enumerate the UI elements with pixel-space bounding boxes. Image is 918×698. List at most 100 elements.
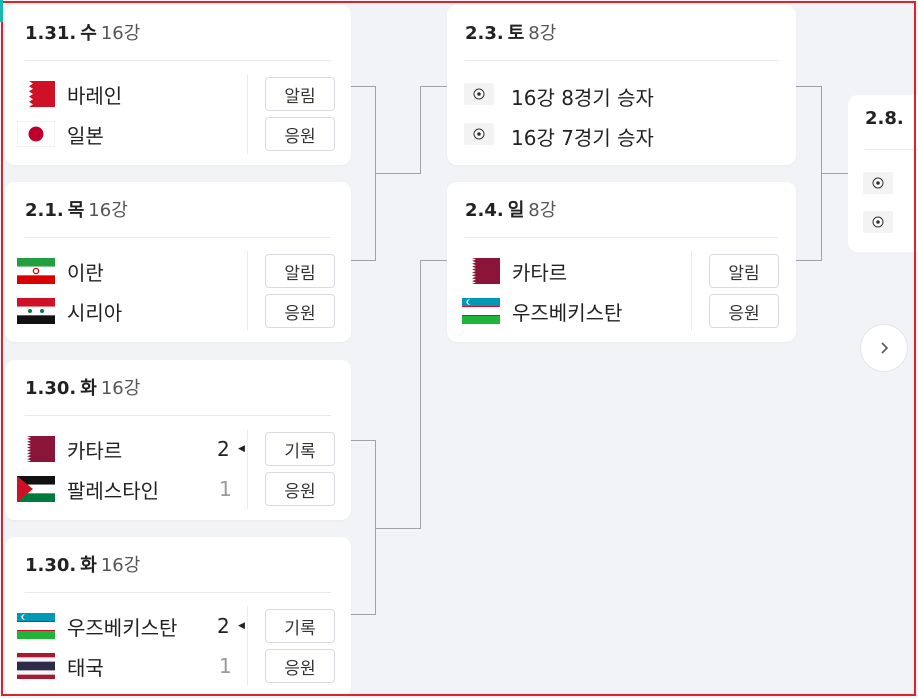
cheer-button[interactable]: 응원 <box>265 117 335 151</box>
cheer-button[interactable]: 응원 <box>265 649 335 683</box>
team-row[interactable]: 카타르 <box>17 434 122 464</box>
team-name: 태국 <box>67 655 104 680</box>
iran-flag <box>17 258 55 284</box>
bracket-line <box>375 528 421 529</box>
divider <box>465 60 778 61</box>
match-round: 16강 <box>100 378 141 399</box>
bracket-line <box>796 86 822 87</box>
soccer-ball-icon <box>863 211 893 233</box>
qatar-flag <box>17 436 55 462</box>
bahrain-flag <box>17 81 55 107</box>
winner-caret-icon: ◀ <box>238 621 245 631</box>
match-round: 8강 <box>528 200 557 221</box>
bracket-line <box>420 86 421 174</box>
syria-flag <box>17 298 55 324</box>
match-weekday: 화 <box>80 378 97 399</box>
chevron-right-icon <box>881 342 889 354</box>
qatar-flag <box>462 258 500 284</box>
bracket-line <box>375 440 376 615</box>
thailand-flag <box>17 653 55 679</box>
divider <box>691 251 692 331</box>
next-button[interactable] <box>860 324 908 372</box>
match-date: 2.4. <box>465 200 504 221</box>
bracket-line <box>351 440 376 441</box>
divider <box>25 415 331 416</box>
team-name: 카타르 <box>512 260 568 285</box>
teal-marker <box>0 0 3 22</box>
team-name: 바레인 <box>67 83 123 108</box>
team-name: 우즈베키스탄 <box>67 615 178 640</box>
team-name: 이란 <box>67 260 104 285</box>
team-row[interactable]: 팔레스타인 <box>17 474 159 504</box>
divider <box>247 74 248 154</box>
match-date: 2.3. <box>465 23 504 44</box>
match-weekday: 화 <box>80 555 97 576</box>
match-date: 1.30. <box>25 555 77 576</box>
cheer-button[interactable]: 응원 <box>709 294 779 328</box>
team-name: 16강 8경기 승자 <box>511 86 654 110</box>
team-name: 카타르 <box>67 438 123 463</box>
palestine-flag <box>17 476 55 502</box>
soccer-ball-icon <box>464 83 494 105</box>
team-name: 우즈베키스탄 <box>512 300 623 325</box>
cheer-button[interactable]: 응원 <box>265 472 335 506</box>
soccer-ball-icon <box>464 123 494 145</box>
team-score: 2 <box>217 614 230 638</box>
team-name: 팔레스타인 <box>67 478 159 503</box>
team-row[interactable]: 일본 <box>17 119 104 149</box>
bracket-line <box>351 260 376 261</box>
team-score: 2 <box>217 437 230 461</box>
uzbekistan-flag <box>17 613 55 639</box>
team-score: 1 <box>219 654 232 678</box>
bracket-line <box>821 173 848 174</box>
team-name: 16강 7경기 승자 <box>511 126 654 150</box>
team-row[interactable]: 바레인 <box>17 79 122 109</box>
japan-flag <box>17 121 55 147</box>
bracket-line <box>420 260 421 529</box>
bracket-line <box>796 260 822 261</box>
bracket-line <box>420 260 447 261</box>
record-button[interactable]: 기록 <box>265 432 335 466</box>
winner-caret-icon: ◀ <box>238 444 245 454</box>
team-row[interactable]: 시리아 <box>17 296 122 326</box>
divider <box>247 251 248 331</box>
match-card: 2.8. <box>848 95 918 252</box>
match-weekday: 수 <box>80 23 97 44</box>
soccer-ball-icon <box>863 172 893 194</box>
team-score: 1 <box>219 477 232 501</box>
match-date: 1.31. <box>25 23 77 44</box>
match-weekday: 목 <box>67 200 85 221</box>
team-row[interactable]: 이란 <box>17 256 104 286</box>
divider <box>247 429 248 509</box>
bracket-line <box>351 614 376 615</box>
team-row[interactable]: 우즈베키스탄 <box>17 611 177 641</box>
alert-button[interactable]: 알림 <box>265 254 335 288</box>
uzbekistan-flag <box>462 298 500 324</box>
alert-button[interactable]: 알림 <box>709 254 779 288</box>
bracket-line <box>420 86 447 87</box>
divider <box>25 592 331 593</box>
alert-button[interactable]: 알림 <box>265 77 335 111</box>
divider <box>25 60 331 61</box>
team-row[interactable]: 태국 <box>17 651 104 681</box>
record-button[interactable]: 기록 <box>265 609 335 643</box>
divider <box>865 149 918 150</box>
team-row[interactable]: 카타르 <box>462 256 567 286</box>
divider <box>247 606 248 686</box>
match-header: 2.8. <box>865 108 904 129</box>
match-weekday: 토 <box>507 23 525 44</box>
match-date: 1.30. <box>25 378 77 399</box>
cheer-button[interactable]: 응원 <box>265 294 335 328</box>
team-row[interactable]: 우즈베키스탄 <box>462 296 622 326</box>
